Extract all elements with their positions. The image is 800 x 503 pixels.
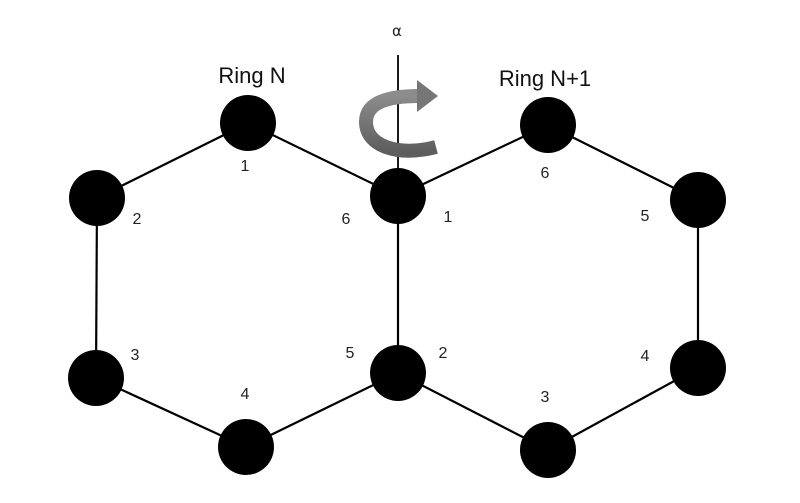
shared-atom-upper-node [370, 168, 426, 224]
ring-n-atom-5-label: 5 [346, 345, 355, 362]
atoms [68, 95, 726, 478]
ring-n-bond-2-3 [94, 196, 99, 380]
ring-n1-atom-1-label: 1 [444, 209, 453, 226]
ring-n1-atom-2-label: 2 [439, 345, 448, 362]
ring-n1-bond-3-2 [396, 371, 550, 452]
shared-atom-lower-node [370, 345, 426, 401]
ring-n-atom-6-label: 6 [342, 211, 351, 228]
ring-n-atom-2-node [69, 170, 125, 226]
ring-n-atom-1-node [220, 95, 276, 151]
ring-n-atom-2-label: 2 [133, 211, 142, 228]
ring-n-atom-1-label: 1 [241, 158, 250, 175]
ring-n-atom-4-label: 4 [241, 386, 250, 403]
ring-n1-atom-labels: 1 2 3 4 5 6 [439, 165, 650, 406]
ring-n-atom-3-label: 3 [131, 347, 140, 364]
ring-n-atom-4-node [218, 419, 274, 475]
rotation-arrow-head [417, 80, 438, 112]
ring-n1-atom-5-label: 5 [641, 208, 650, 225]
ring-n1-bond-4-3 [546, 366, 700, 452]
rotation-arrow-icon [358, 80, 438, 158]
ring-n1-atom-3-node [520, 422, 576, 478]
ring-n1-atom-4-label: 4 [641, 348, 650, 365]
ring-n-bond-1-2 [95, 121, 250, 200]
ring-n-title: Ring N [218, 63, 285, 88]
axis-label: α [392, 22, 402, 40]
ring-n1-atom-4-node [670, 340, 726, 396]
ring-n-atom-labels: 1 2 3 4 5 6 [131, 158, 355, 403]
ring-n-atom-3-node [68, 350, 124, 406]
ring-n1-title: Ring N+1 [499, 66, 591, 91]
ring-n1-atom-6-label: 6 [541, 165, 550, 182]
ring-n1-atom-6-node [520, 97, 576, 153]
rotation-arrow-band [358, 89, 438, 158]
ring-n1-atom-5-node [670, 172, 726, 228]
ring-n-bond-4-5 [244, 371, 400, 449]
ring-n1-atom-3-label: 3 [541, 389, 550, 406]
